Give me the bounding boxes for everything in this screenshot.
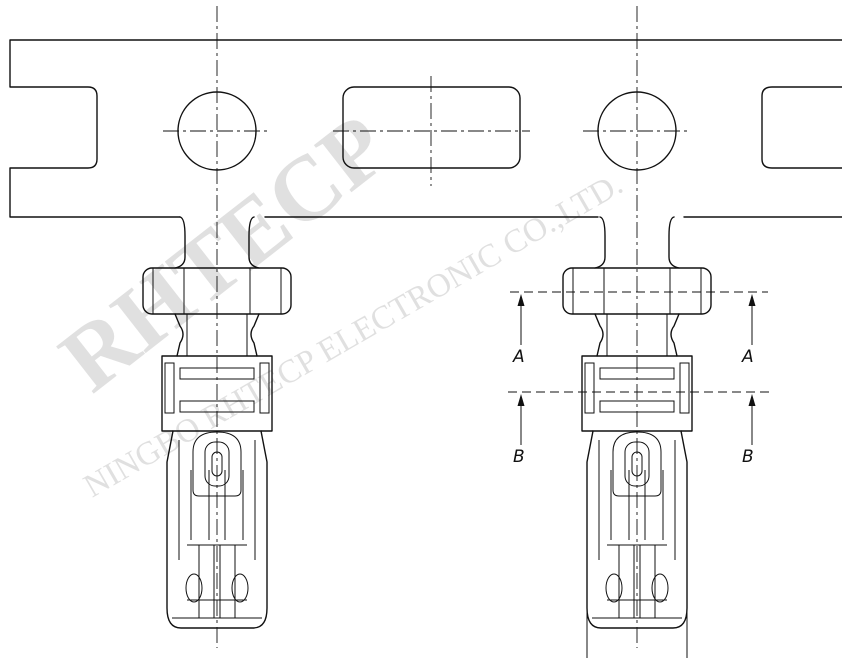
terminal-right [562, 6, 712, 658]
arrow-a-right [748, 294, 756, 345]
terminal-left [142, 6, 292, 648]
arrow-a-left [517, 294, 525, 345]
section-cuts: A A B B [508, 291, 770, 467]
section-label-a-right: A [741, 347, 754, 367]
carrier-strip [9, 39, 842, 218]
terminal-left-dimple-right [231, 573, 249, 603]
section-label-b-right: B [742, 447, 754, 467]
terminal-left-neck [174, 216, 260, 269]
terminal-left-spring [192, 431, 242, 497]
arrow-b-left [517, 394, 525, 445]
carrier-strip-right-notch [761, 86, 842, 169]
section-label-b-left: B [513, 447, 525, 467]
terminal-left-dimple-left [185, 573, 203, 603]
watermark: RHTECP NINGBO RHTECP ELECTRONIC CO.,LTD. [42, 94, 629, 505]
arrow-b-right [748, 394, 756, 445]
carrier-centerlines [163, 76, 690, 186]
slot-hole [342, 86, 521, 169]
watermark-brand: RHTECP [42, 94, 407, 410]
terminal-left-waist [174, 313, 260, 357]
section-label-a-left: A [512, 347, 525, 367]
carrier-strip-outline [9, 39, 842, 218]
